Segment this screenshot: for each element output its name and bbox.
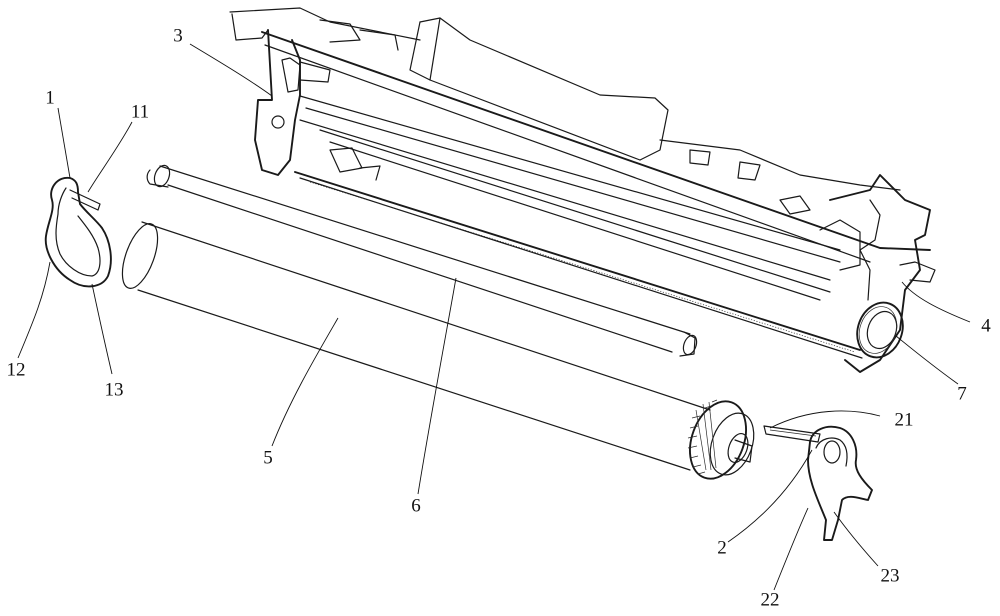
label-part-7: 7 — [957, 385, 967, 404]
label-part-23: 23 — [881, 567, 900, 586]
label-part-13: 13 — [105, 381, 124, 400]
label-part-2: 2 — [717, 539, 727, 558]
gear-icon — [680, 394, 762, 487]
label-part-4: 4 — [981, 317, 991, 336]
clip-part-2 — [764, 426, 872, 540]
roller-6 — [147, 163, 699, 356]
label-part-3: 3 — [173, 27, 183, 46]
roller-5 — [115, 219, 762, 486]
leader-lines — [18, 44, 970, 590]
label-part-21: 21 — [895, 411, 914, 430]
clip-part-1 — [46, 178, 111, 287]
label-part-11: 11 — [131, 103, 149, 122]
label-part-12: 12 — [7, 361, 26, 380]
cartridge-housing — [230, 8, 935, 372]
label-part-1: 1 — [45, 89, 55, 108]
label-part-5: 5 — [263, 449, 273, 468]
label-part-6: 6 — [411, 497, 421, 516]
label-part-22: 22 — [761, 591, 780, 610]
